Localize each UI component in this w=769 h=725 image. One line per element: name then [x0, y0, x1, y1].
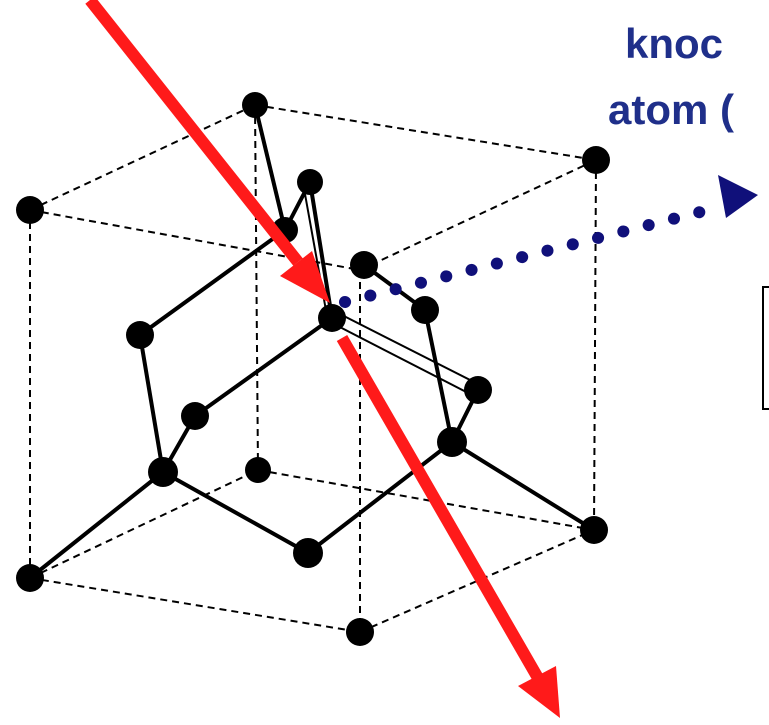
incident-particle-arrow — [85, 0, 330, 303]
cube-edge — [254, 104, 259, 471]
outgoing-arrowhead — [518, 666, 560, 718]
atom — [181, 402, 209, 430]
cube-dashed-edges — [29, 104, 597, 633]
knockon-atom-path — [339, 175, 758, 308]
cube-edge — [257, 469, 595, 531]
bond — [423, 308, 454, 444]
knockon-dotted-line — [339, 202, 722, 308]
atom — [16, 564, 44, 592]
atom — [16, 196, 44, 224]
atom — [580, 516, 608, 544]
atom — [245, 457, 271, 483]
cube-edge — [29, 104, 256, 211]
bond — [138, 228, 287, 337]
knockon-arrowhead — [718, 175, 758, 218]
bond-edge — [331, 322, 475, 397]
knockon-label-line1: knoc — [625, 20, 723, 67]
atom — [582, 146, 610, 174]
lattice-bonds — [28, 103, 596, 580]
bond — [450, 440, 596, 532]
bond — [308, 180, 334, 320]
atom — [126, 321, 154, 349]
highlighted-bond — [331, 311, 479, 397]
outgoing-particle-arrow — [336, 335, 560, 718]
atom — [346, 618, 374, 646]
atom — [297, 169, 323, 195]
bond — [306, 440, 454, 555]
bond-edge — [335, 311, 479, 385]
atom — [242, 92, 268, 118]
atom — [437, 427, 467, 457]
lattice-atoms — [16, 92, 610, 646]
cube-edge — [254, 104, 597, 161]
knockon-label-line2: atom ( — [608, 86, 734, 133]
bond — [193, 316, 334, 418]
atom — [350, 251, 378, 279]
cube-edge — [29, 469, 259, 579]
cube-edge — [593, 159, 597, 531]
cube-edge — [359, 159, 597, 271]
side-box — [762, 286, 769, 410]
outgoing-arrow-shaft — [336, 335, 544, 681]
bond — [161, 470, 310, 555]
bond — [138, 333, 165, 474]
cube-edge — [359, 529, 595, 633]
bond — [253, 103, 287, 232]
incident-arrowhead — [280, 251, 330, 303]
atom — [293, 538, 323, 568]
atom — [148, 457, 178, 487]
atom — [318, 304, 346, 332]
atom — [464, 376, 492, 404]
incident-arrow-shaft — [85, 0, 303, 266]
bond — [28, 470, 165, 580]
cube-edge — [29, 577, 361, 633]
atom — [411, 296, 439, 324]
